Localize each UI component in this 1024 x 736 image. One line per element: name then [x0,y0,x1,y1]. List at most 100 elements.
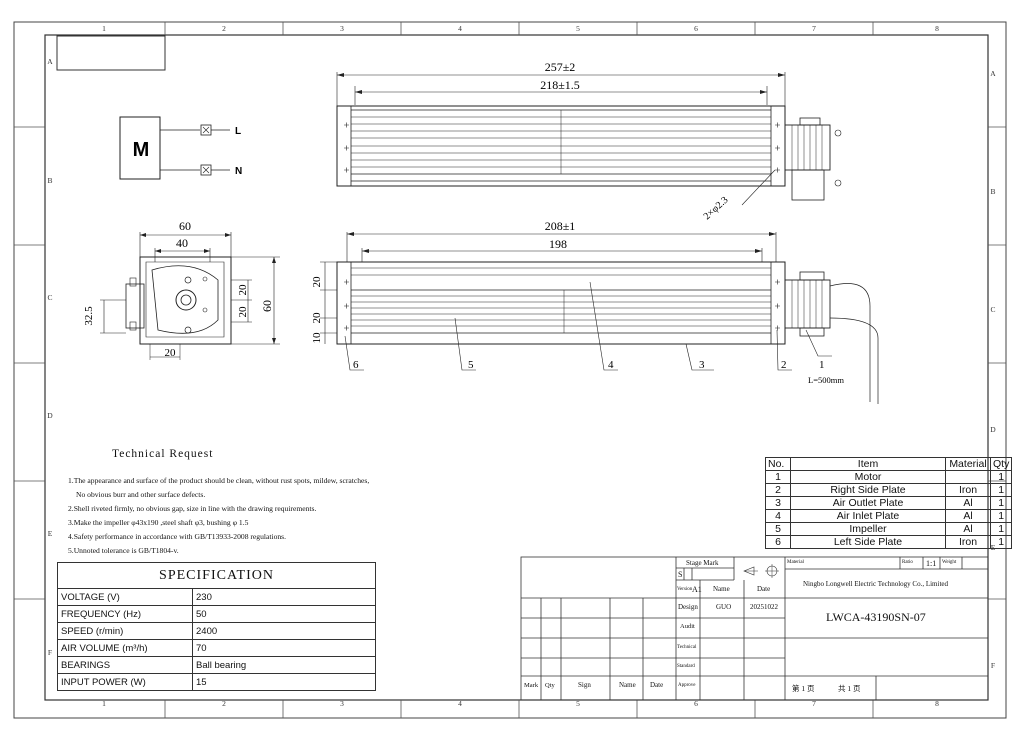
bom-cell: 1 [989,483,1013,497]
col-label-bottom: 8 [935,699,939,708]
dim-top-overall: 257±2 [545,60,576,74]
tb-date-label: Date [650,681,664,689]
dim-front-inner: 198 [549,237,567,251]
bom-cell: Air Inlet Plate [790,509,946,523]
bom-cell: Iron [945,483,991,497]
bom-cell [945,470,991,484]
dim-front-h1: 20 [311,276,323,288]
col-label-top: 7 [812,24,816,33]
col-label-bottom: 4 [458,699,462,708]
dim-side-height: 60 [260,300,274,312]
bom-cell: Al [945,522,991,536]
spec-value: 50 [192,605,376,623]
tb-design-label: Design [678,603,698,611]
col-label-top: 6 [694,24,698,33]
bom-header-row: No. Item Material Qty [765,457,1013,471]
row-label-right: F [991,661,995,670]
row-label-right: C [990,305,995,314]
callout-leaders [344,281,832,371]
bom-cell: Left Side Plate [790,535,946,549]
row-label-left: B [47,176,52,185]
tb-date-header: Date [757,585,771,593]
terminal-n-label: N [235,166,242,177]
bom-header: Item [790,457,946,471]
spec-value: 70 [192,639,376,657]
callout-4: 4 [608,359,614,371]
tb-technical-label: Technical [677,645,697,650]
dim-side-bottom: 20 [165,347,177,359]
col-label-bottom: 7 [812,699,816,708]
bom-cell: 2 [765,483,791,497]
bom-cell: Iron [945,535,991,549]
tb-qty-label: Qty [545,682,555,689]
spec-label: VOLTAGE (V) [57,588,193,606]
tb-version-label: Version [677,587,693,592]
tb-part-number: LWCA-43190SN-07 [826,610,926,624]
callout-3: 3 [699,359,705,371]
tb-mark-label: Mark [524,682,539,689]
tb-sign-label: Sign [578,681,591,689]
bom-cell: Al [945,509,991,523]
tb-standard-label: Standard [677,664,695,669]
row-label-left: E [48,529,53,538]
dim-top-inner: 218±1.5 [540,78,580,92]
tb-page: 第 1 页 [792,684,815,693]
bom-cell: 4 [765,509,791,523]
spec-value: 2400 [192,622,376,640]
callout-1: 1 [819,359,825,371]
technical-request-line: 1.The appearance and surface of the prod… [68,476,370,485]
tb-design-date: 20251022 [750,603,778,611]
motor-symbol-label: M [133,139,150,161]
outer-border [13,21,1007,719]
bom-cell: 6 [765,535,791,549]
technical-request-line: No obvious burr and other surface defect… [76,490,206,499]
corner-box [56,35,166,71]
dim-bolt-holes: 2×φ2.3 [702,195,731,223]
bom-cell: 3 [765,496,791,510]
col-label-bottom: 2 [222,699,226,708]
technical-request-title: Technical Request [112,448,214,460]
tb-stage-mark: Stage Mark [686,559,719,567]
specification-title: SPECIFICATION [57,562,376,589]
bom-cell: Motor [790,470,946,484]
title-block-grid [520,556,989,701]
callout-numbers: 1 2 3 4 5 6 [353,359,825,371]
row-label-left: C [47,293,52,302]
technical-request-list: 1.The appearance and surface of the prod… [68,474,369,558]
col-label-top: 2 [222,24,226,33]
bom-cell: Al [945,496,991,510]
top-view [336,72,842,206]
bom-header: No. [765,457,791,471]
spec-row: VOLTAGE (V)230 [57,588,376,606]
front-view [320,232,879,404]
col-label-bottom: 1 [102,699,106,708]
bom-header: Material [945,457,991,471]
tb-approve-label: Approve [678,683,696,688]
row-label-left: F [48,648,52,657]
spec-row: AIR VOLUME (m³/h)70 [57,639,376,657]
dim-front-h2: 20 [311,312,323,324]
col-label-bottom: 3 [340,699,344,708]
row-label-left: A [47,57,53,66]
spec-row: SPEED (r/min)2400 [57,622,376,640]
tb-ratio-value: 1:1 [926,559,937,568]
dim-side-inner: 40 [176,236,188,250]
technical-request-line: 3.Make the impeller φ43x190 ,steel shaft… [68,518,249,527]
spec-label: INPUT POWER (W) [57,673,193,691]
col-label-top: 5 [576,24,580,33]
technical-request-line: 2.Shell riveted firmly, no obvious gap, … [68,504,317,513]
bom-cell: 1 [989,522,1013,536]
tb-design-name: GUO [716,603,732,611]
specification-table: SPECIFICATION VOLTAGE (V)230 FREQUENCY (… [57,562,376,691]
spec-label: BEARINGS [57,656,193,674]
bom-cell: 1 [989,509,1013,523]
col-label-bottom: 5 [576,699,580,708]
dim-side-offset: 32.5 [83,306,95,326]
bom-cell: 1 [989,496,1013,510]
